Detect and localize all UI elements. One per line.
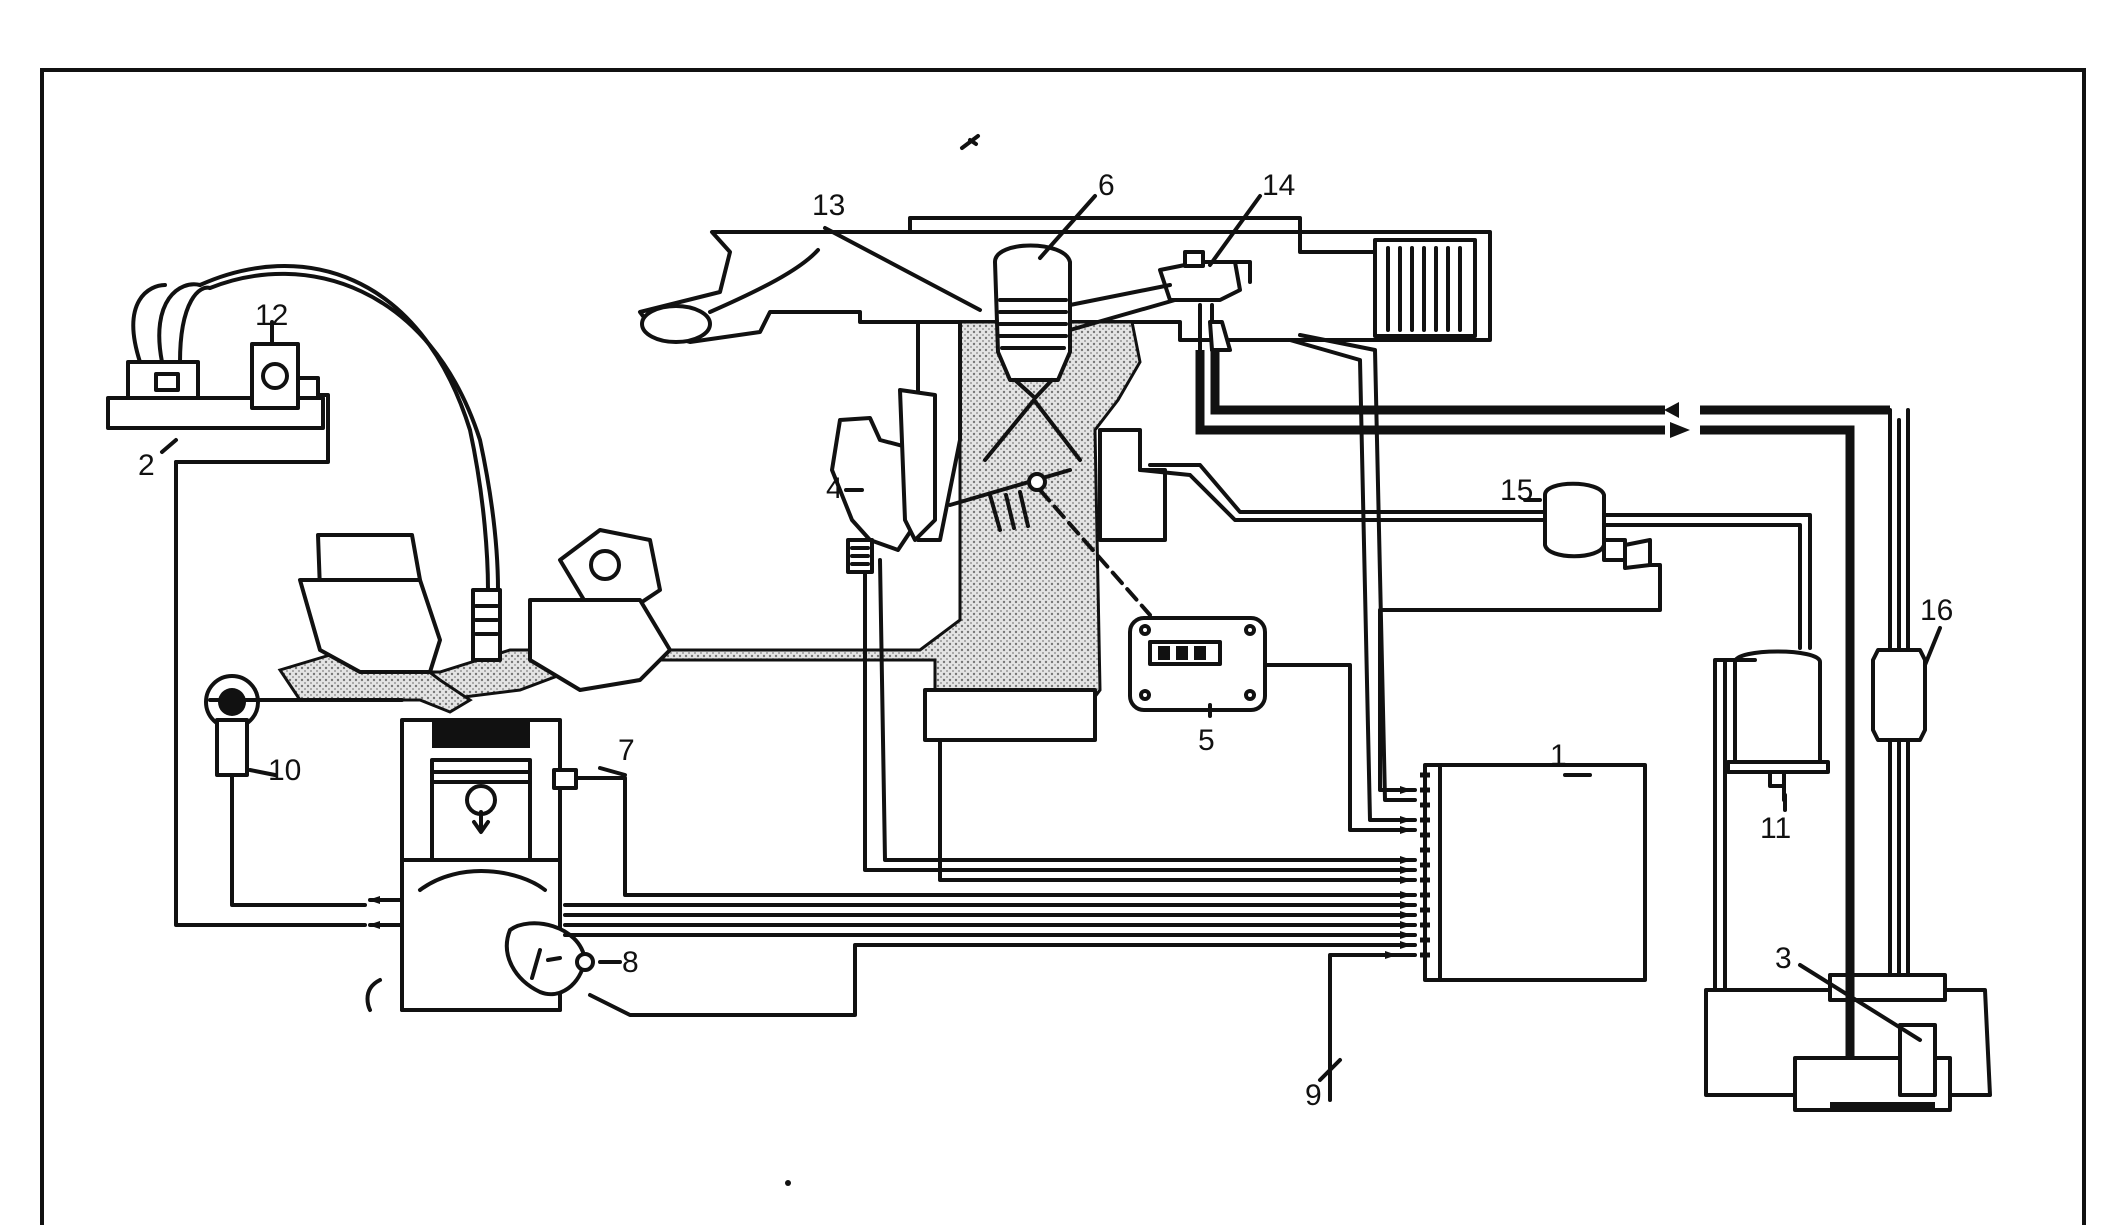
throttle-switch [1128,616,1267,712]
crank-sensor [204,674,404,777]
stray-mark [960,134,980,150]
label-12: 12 [255,299,288,332]
stray-dot [785,1180,791,1186]
label-6: 6 [1098,169,1115,202]
label-9: 9 [1305,1079,1322,1112]
label-1: 1 [1550,739,1567,772]
label-8: 8 [622,946,639,979]
label-3: 3 [1775,942,1792,975]
fuel-pump [1726,649,1830,788]
label-5: 5 [1198,724,1215,757]
label-15: 15 [1500,474,1533,507]
label-2: 2 [138,449,155,482]
fuel-filter [1871,648,1927,742]
distributor [504,921,595,997]
air-flow-meter [830,388,937,574]
idle-control-valve [1068,250,1242,352]
label-13: 13 [812,189,845,222]
label-10: 10 [268,754,301,787]
label-14: 14 [1262,169,1295,202]
label-16: 16 [1920,594,1953,627]
pressure-regulator [1543,481,1652,570]
connector-arrows [368,786,1412,959]
control-unit [1420,763,1647,982]
temperature-sensor [552,768,598,790]
wiring-harness [174,260,1910,1102]
diagram-frame [40,68,2086,1225]
label-4: 4 [826,472,843,505]
label-7: 7 [618,734,635,767]
leader-lines [160,194,1942,1082]
air-temperature-sensor [250,342,320,410]
throttle-link [1038,488,1152,617]
label-11: 11 [1760,812,1791,845]
ignition-lead [198,264,490,592]
fuel-injector [983,243,1082,462]
throttle-valve [1027,472,1047,492]
